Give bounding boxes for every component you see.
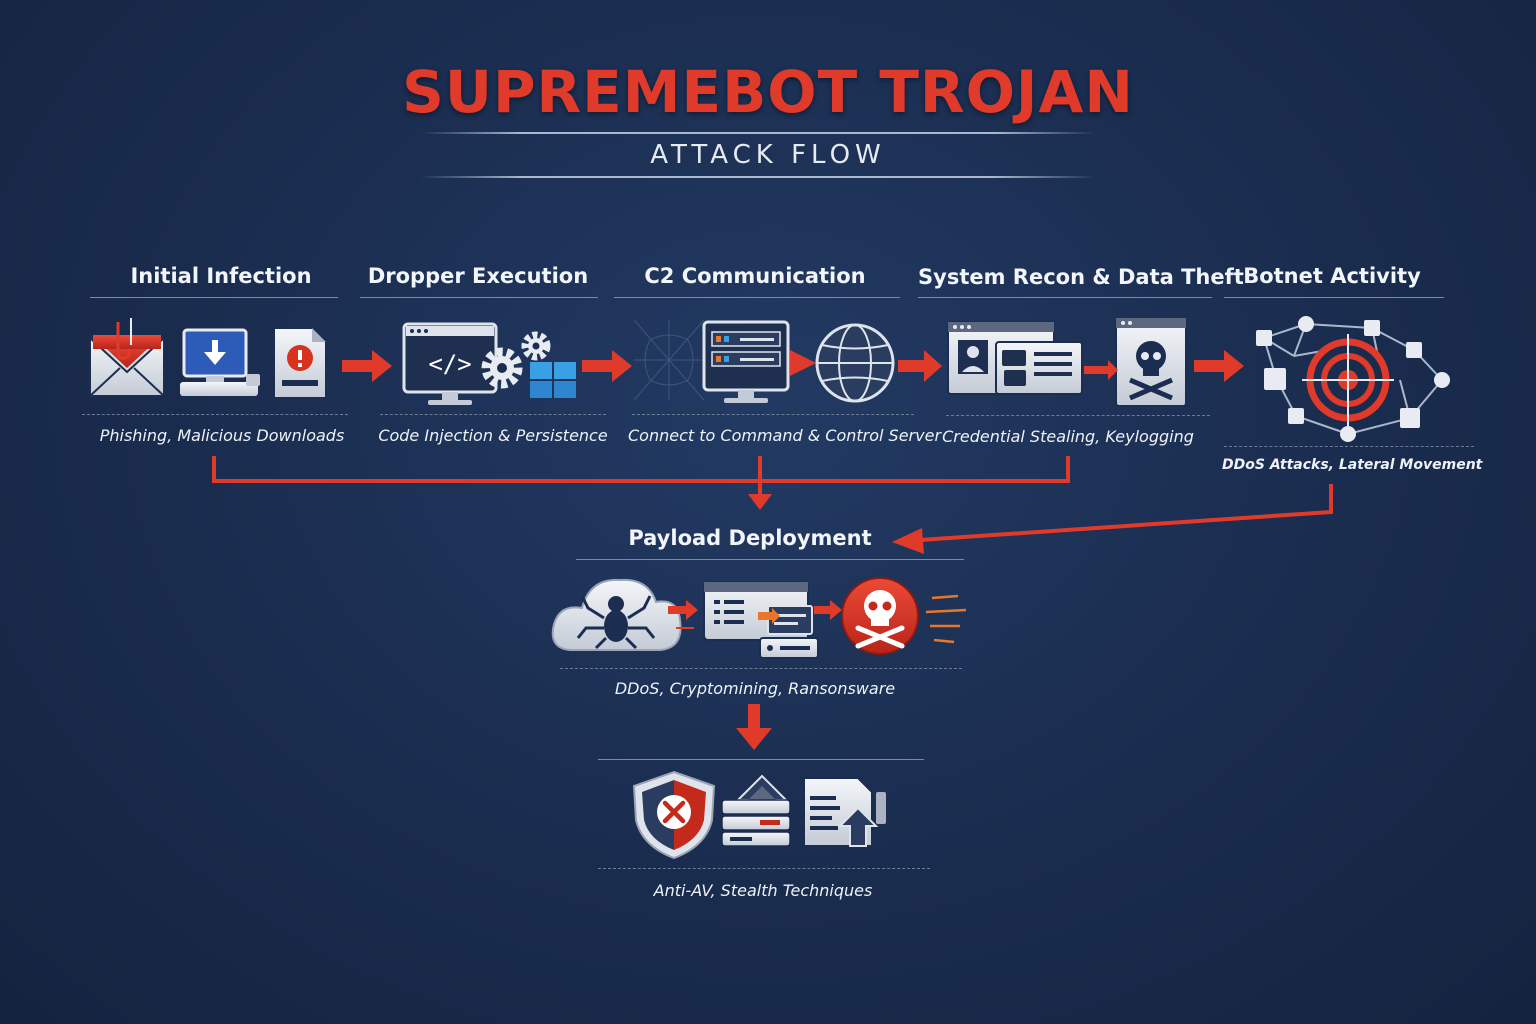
stage-label-initial-infection: Initial Infection bbox=[130, 264, 312, 288]
speed-lines bbox=[925, 594, 967, 644]
stage-label-system-recon: System Recon & Data Theft bbox=[918, 265, 1244, 289]
stage-label-botnet-activity: Botnet Activity bbox=[1243, 264, 1421, 288]
svg-text:</>: </> bbox=[428, 350, 471, 378]
stage-desc-system-recon: Credential Stealing, Keylogging bbox=[942, 427, 1194, 446]
stage-arrows bbox=[342, 350, 1244, 382]
payload-arrow-2 bbox=[814, 600, 842, 620]
payload-rule bbox=[576, 559, 964, 560]
stage-dotted-1 bbox=[82, 414, 348, 415]
arrow-stage-2-3 bbox=[582, 350, 632, 382]
stage-desc-dropper-execution: Code Injection & Persistence bbox=[378, 426, 608, 445]
stage-desc-botnet-activity: DDoS Attacks, Lateral Movement bbox=[1222, 457, 1483, 473]
stage-dotted-5 bbox=[1224, 446, 1474, 447]
skull-window-icon bbox=[1115, 317, 1187, 407]
stage-dotted-2 bbox=[380, 414, 606, 415]
stage-rule-4 bbox=[918, 297, 1212, 298]
network-target-icon bbox=[1256, 316, 1450, 442]
stage-desc-initial-infection: Phishing, Malicious Downloads bbox=[99, 426, 345, 445]
stage-rule-1 bbox=[90, 297, 338, 298]
payload-connectors bbox=[212, 456, 1333, 542]
stage-label-c2-communication: C2 Communication bbox=[644, 264, 866, 288]
shield-x-icon bbox=[632, 770, 716, 860]
hat-server-icon bbox=[721, 774, 791, 847]
warning-document-icon bbox=[273, 327, 327, 399]
payload-dotted bbox=[560, 668, 962, 669]
payload-desc: DDoS, Cryptomining, Ransonsware bbox=[614, 679, 896, 698]
evasion-dotted bbox=[598, 868, 930, 869]
skull-circle-icon bbox=[841, 577, 919, 655]
arrow-stage-1-2 bbox=[342, 350, 392, 382]
document-upload-icon bbox=[803, 777, 886, 847]
arrow-down-to-evasion bbox=[736, 704, 772, 750]
stage-desc-c2-communication: Connect to Command & Control Server bbox=[628, 426, 942, 445]
gears-icon bbox=[481, 331, 551, 389]
c2-inline-arrow bbox=[790, 350, 816, 376]
evasion-rule bbox=[598, 759, 924, 760]
stage-dotted-4 bbox=[946, 415, 1210, 416]
id-card-window-icon bbox=[947, 321, 1083, 395]
page-title: SUPREMEBOT TROJAN bbox=[402, 58, 1134, 126]
stage-rule-5 bbox=[1224, 297, 1444, 298]
cloud-spider-icon bbox=[551, 578, 682, 651]
arrow-down-to-payload bbox=[748, 494, 772, 510]
arrow-stage-3-4 bbox=[898, 350, 942, 382]
evasion-desc: Anti-AV, Stealth Techniques bbox=[653, 881, 873, 900]
server-window-icon bbox=[703, 581, 819, 659]
envelope-hook-icon bbox=[87, 318, 167, 397]
windows-icon bbox=[530, 362, 576, 398]
web-background bbox=[633, 319, 705, 401]
stage-rule-3 bbox=[614, 297, 900, 298]
arrow-left-to-payload bbox=[892, 528, 924, 554]
payload-arrow-1 bbox=[668, 600, 698, 620]
title-divider bbox=[420, 132, 1096, 134]
stage-label-dropper-execution: Dropper Execution bbox=[367, 264, 589, 288]
monitor-download-icon bbox=[180, 328, 260, 396]
page-subtitle: ATTACK FLOW bbox=[650, 140, 886, 170]
stage-dotted-3 bbox=[632, 414, 914, 415]
stage-rule-2 bbox=[360, 297, 598, 298]
payload-label: Payload Deployment bbox=[628, 526, 872, 550]
recon-inline-arrow bbox=[1084, 360, 1118, 380]
subtitle-divider bbox=[420, 176, 1096, 178]
arrow-stage-4-5 bbox=[1194, 350, 1244, 382]
code-monitor-icon: </> bbox=[402, 322, 498, 405]
globe-icon bbox=[815, 323, 895, 403]
server-monitor-icon bbox=[702, 320, 790, 403]
